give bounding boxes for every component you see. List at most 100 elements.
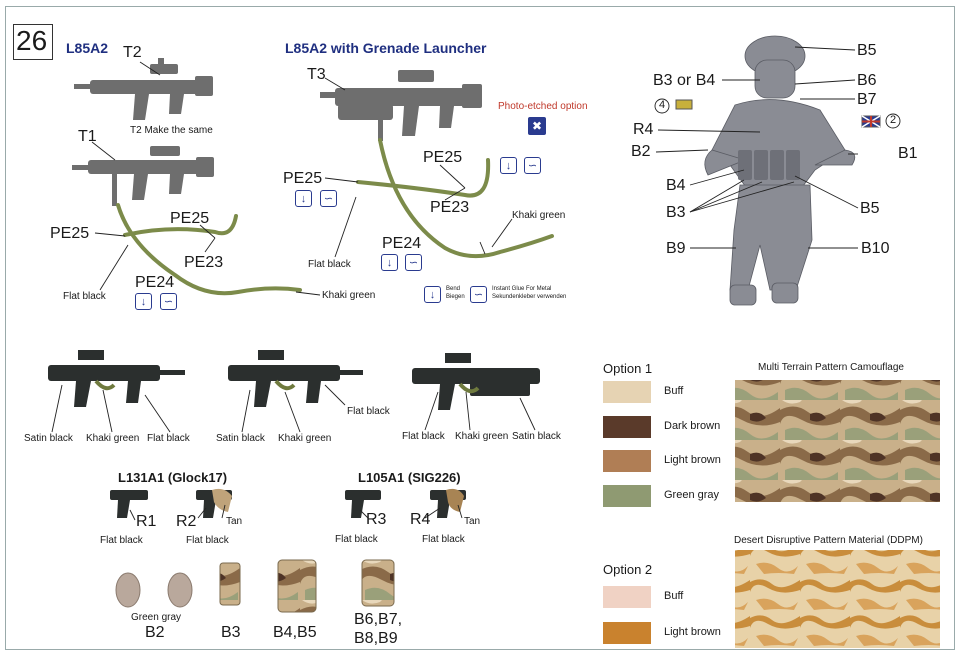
pistol-r2 <box>196 488 232 518</box>
rifle-t1 <box>72 146 214 206</box>
code-r4: R4 <box>410 511 431 528</box>
option1-swatch-label: Dark brown <box>664 419 721 432</box>
callout-b9: B9 <box>666 240 686 257</box>
code-pe25-a: PE25 <box>50 225 90 242</box>
callout-marker-2: 2 <box>890 114 897 126</box>
code-b4b5: B4,B5 <box>273 624 317 641</box>
legend-bend-text-de: Biegen <box>446 294 465 300</box>
figure-leaders <box>655 46 859 249</box>
marker-2-circle <box>885 113 901 129</box>
pistol-r1 <box>110 490 148 518</box>
label-khaki-green-3: Khaki green <box>86 433 140 444</box>
rifle-detail-3 <box>412 353 540 410</box>
bend-icon: ↓ <box>135 293 152 310</box>
callout-b10: B10 <box>861 240 890 257</box>
rifle-detail-1 <box>48 350 185 407</box>
code-r1: R1 <box>136 513 157 530</box>
label-flat-black-r3: Flat black <box>335 534 378 545</box>
option2-swatch-label: Light brown <box>664 626 721 638</box>
legend-glue-icon: ∽ <box>470 286 487 303</box>
label-green-gray: Green gray <box>131 612 182 623</box>
callout-b6: B6 <box>857 72 877 89</box>
code-r3: R3 <box>366 511 387 528</box>
legend-glue-text: Instant Glue For Metal <box>492 286 552 292</box>
label-flat-black-4: Flat black <box>347 406 390 417</box>
code-t3: T3 <box>307 66 326 83</box>
label-flat-black-r4: Flat black <box>422 534 465 545</box>
photo-etched-icon: ✖ <box>528 117 546 135</box>
callout-b5-top: B5 <box>857 42 877 59</box>
knee-pad-left <box>115 572 141 608</box>
legend-bend-icon: ↓ <box>424 286 441 303</box>
callout-b4: B4 <box>666 177 686 194</box>
callout-b1: B1 <box>898 145 918 162</box>
label-flat-black-2: Flat black <box>308 259 351 270</box>
bend-icon: ↓ <box>381 254 398 271</box>
option1-swatch <box>603 415 651 438</box>
option2-pattern-name: Desert Disruptive Pattern Material (DDPM… <box>734 535 923 546</box>
callout-b3-or-b4: B3 or B4 <box>653 72 716 89</box>
knee-pad-right <box>167 572 193 608</box>
legend-bend-text: Bend <box>446 286 461 292</box>
badge-tan <box>675 99 693 110</box>
label-flat-black-1: Flat black <box>63 291 106 302</box>
label-khaki-green-1: Khaki green <box>322 290 376 301</box>
code-b3: B3 <box>221 624 241 641</box>
option2-swatch-label: Buff <box>664 590 684 602</box>
code-b6b9-line1: B6,B7, <box>354 611 403 628</box>
leader-lines-lower <box>51 384 536 433</box>
code-t1: T1 <box>78 128 97 145</box>
option2-swatch <box>603 622 651 644</box>
label-flat-black-5: Flat black <box>402 431 445 442</box>
code-pe25-c: PE25 <box>283 170 323 187</box>
code-b2: B2 <box>145 624 165 641</box>
label-khaki-green-2: Khaki green <box>512 210 566 221</box>
sling-l85a2 <box>116 203 302 296</box>
label-khaki-green-5: Khaki green <box>455 431 509 442</box>
callout-b5-bottom: B5 <box>860 200 880 217</box>
glue-icon: ∽ <box>160 293 177 310</box>
code-pe23-a: PE23 <box>184 254 224 271</box>
label-tan-r4: Tan <box>464 516 481 527</box>
option2-title: Option 2 <box>603 562 653 577</box>
step-number-box <box>13 24 53 60</box>
note-photo-etched: Photo-etched option <box>498 101 588 112</box>
vest-pouches <box>738 150 800 180</box>
code-b6b9-line2: B8,B9 <box>354 630 398 647</box>
glue-icon: ∽ <box>320 190 337 207</box>
label-tan-r2: Tan <box>226 516 243 527</box>
marker-4-circle <box>654 98 670 114</box>
heading-glock: L131A1 (Glock17) <box>118 470 228 485</box>
page-frame <box>5 6 955 650</box>
code-pe25-b: PE25 <box>170 210 210 227</box>
code-pe23-b: PE23 <box>430 199 470 216</box>
label-khaki-green-4: Khaki green <box>278 433 332 444</box>
glue-icon: ∽ <box>405 254 422 271</box>
option2-swatch <box>603 586 651 608</box>
code-pe24-b: PE24 <box>382 235 422 252</box>
pouch-b4b5 <box>277 559 317 613</box>
heading-sig: L105A1 (SIG226) <box>358 470 461 485</box>
mtp-pattern-panel <box>735 380 940 502</box>
option1-swatch-label: Light brown <box>664 454 721 466</box>
label-flat-black-r2: Flat black <box>186 535 229 546</box>
label-flat-black-3: Flat black <box>147 433 190 444</box>
pistol-r4 <box>430 488 466 518</box>
option1-swatch-label: Buff <box>664 385 684 397</box>
bend-icon: ↓ <box>295 190 312 207</box>
callout-marker-4: 4 <box>659 99 666 111</box>
option1-swatch <box>603 381 651 403</box>
step-number: 26 <box>16 25 48 56</box>
code-r2: R2 <box>176 513 197 530</box>
code-pe25-d: PE25 <box>423 149 463 166</box>
pistol-r3 <box>345 490 381 518</box>
bend-icon: ↓ <box>500 157 517 174</box>
option1-title: Option 1 <box>603 361 653 376</box>
callout-b3: B3 <box>666 204 686 221</box>
ddpm-pattern-panel <box>735 550 940 648</box>
code-pe24-a: PE24 <box>135 274 175 291</box>
option1-swatch <box>603 450 651 472</box>
pouch-b6-b9 <box>361 559 395 607</box>
